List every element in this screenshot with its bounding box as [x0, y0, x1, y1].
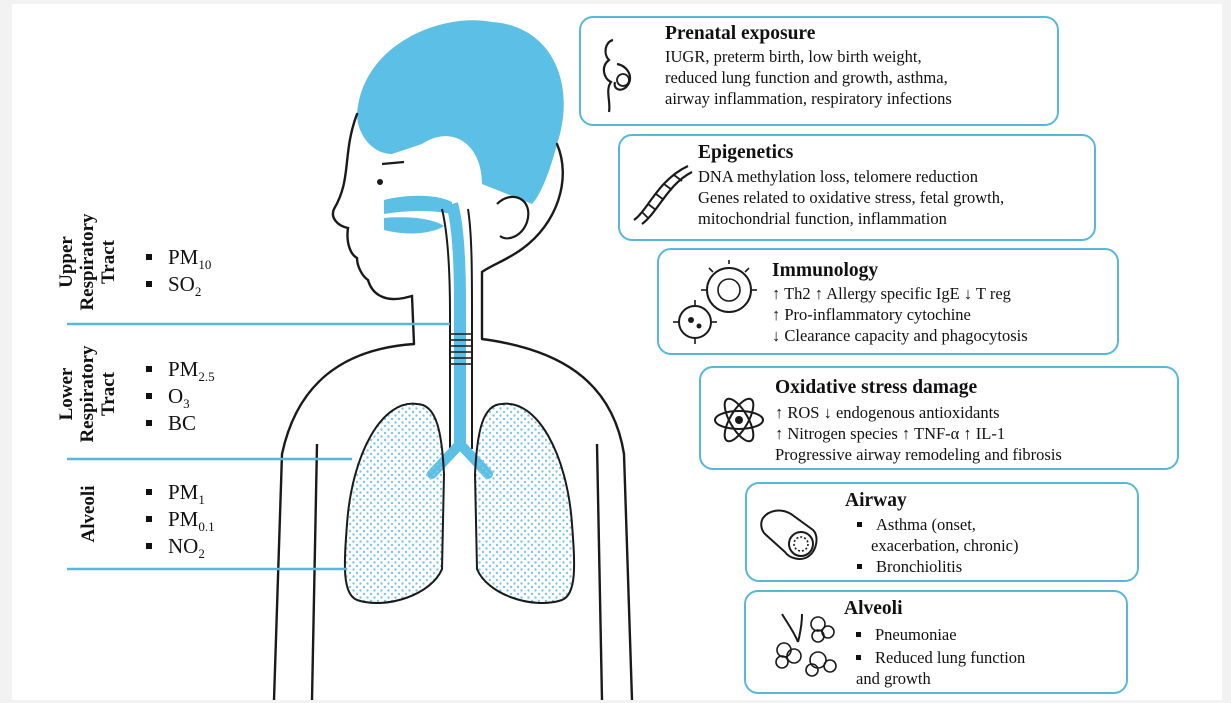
virus-cells-icon — [665, 258, 761, 352]
pollutant-item: SO2 — [146, 271, 211, 298]
pollutant-list-alveoli: PM1 PM0.1 NO2 — [146, 479, 215, 560]
card-bullet: Bronchiolitis — [857, 556, 962, 577]
left-lung — [345, 404, 444, 603]
right-lung — [475, 404, 574, 603]
card-line: ↑ ROS ↓ endogenous antioxidants — [775, 402, 1062, 423]
card-line: airway inflammation, respiratory infecti… — [665, 88, 952, 109]
card-bullet: Asthma (onset, — [857, 514, 976, 535]
card-title: Immunology — [772, 260, 878, 282]
card-title: Alveoli — [844, 598, 903, 620]
card-line: IUGR, preterm birth, low birth weight, — [665, 46, 952, 67]
pollutant-item: PM2.5 — [146, 356, 215, 383]
card-title: Airway — [845, 490, 907, 512]
card-title: Epigenetics — [698, 142, 793, 164]
pollutant-item: NO2 — [146, 533, 215, 560]
card-bullet: Pneumoniae — [856, 624, 957, 645]
card-line: mitochondrial function, inflammation — [698, 208, 1004, 229]
pregnancy-icon — [595, 36, 643, 116]
card-airway: Airway Asthma (onset, exacerbation, chro… — [745, 482, 1139, 582]
card-bullet-continuation: exacerbation, chronic) — [871, 535, 1019, 556]
card-line: reduced lung function and growth, asthma… — [665, 67, 952, 88]
pollutant-item: O3 — [146, 383, 215, 410]
card-bullet: Reduced lung function — [856, 647, 1025, 668]
airway-tube-icon — [757, 504, 821, 564]
atom-icon — [711, 392, 767, 448]
card-epigenetics: Epigenetics DNA methylation loss, telome… — [618, 134, 1096, 241]
arm-right — [597, 444, 602, 700]
card-line: Genes related to oxidative stress, fetal… — [698, 187, 1004, 208]
card-immunology: Immunology ↑ Th2 ↑ Allergy specific IgE … — [657, 248, 1119, 355]
pollutant-list-lower: PM2.5 O3 BC — [146, 356, 215, 437]
ear-shape — [497, 197, 528, 238]
card-line: ↑ Pro-inflammatory cytochine — [772, 304, 1028, 325]
alveoli-cluster-icon — [768, 610, 848, 680]
pollutant-item: PM10 — [146, 244, 211, 271]
pollutant-item: PM0.1 — [146, 506, 215, 533]
pollutant-list-upper: PM10 SO2 — [146, 244, 211, 298]
card-line: ↑ Th2 ↑ Allergy specific IgE ↓ T reg — [772, 283, 1028, 304]
nostril-dot — [377, 179, 383, 185]
eyebrow-line — [382, 162, 404, 164]
card-prenatal-exposure: Prenatal exposure IUGR, preterm birth, l… — [579, 16, 1059, 126]
dna-icon — [628, 160, 694, 226]
pollutant-item: BC — [146, 410, 215, 437]
card-title: Oxidative stress damage — [775, 377, 977, 399]
card-bullet-continuation: and growth — [856, 668, 931, 689]
card-title: Prenatal exposure — [665, 23, 815, 45]
card-line: ↓ Clearance capacity and phagocytosis — [772, 325, 1028, 346]
hair-shape — [357, 20, 564, 204]
card-line: DNA methylation loss, telomere reduction — [698, 166, 1004, 187]
pollutant-item: PM1 — [146, 479, 215, 506]
card-oxidative-stress: Oxidative stress damage ↑ ROS ↓ endogeno… — [699, 366, 1179, 470]
region-label-alveoli: Alveoli — [78, 474, 100, 554]
oral-cavity — [384, 217, 444, 233]
card-alveoli: Alveoli Pneumoniae Reduced lung function… — [744, 590, 1128, 694]
card-line: Progressive airway remodeling and fibros… — [775, 444, 1062, 465]
card-line: ↑ Nitrogen species ↑ TNF-α ↑ IL-1 — [775, 423, 1062, 444]
trachea-tube — [452, 204, 460, 444]
arm-left — [312, 444, 317, 700]
